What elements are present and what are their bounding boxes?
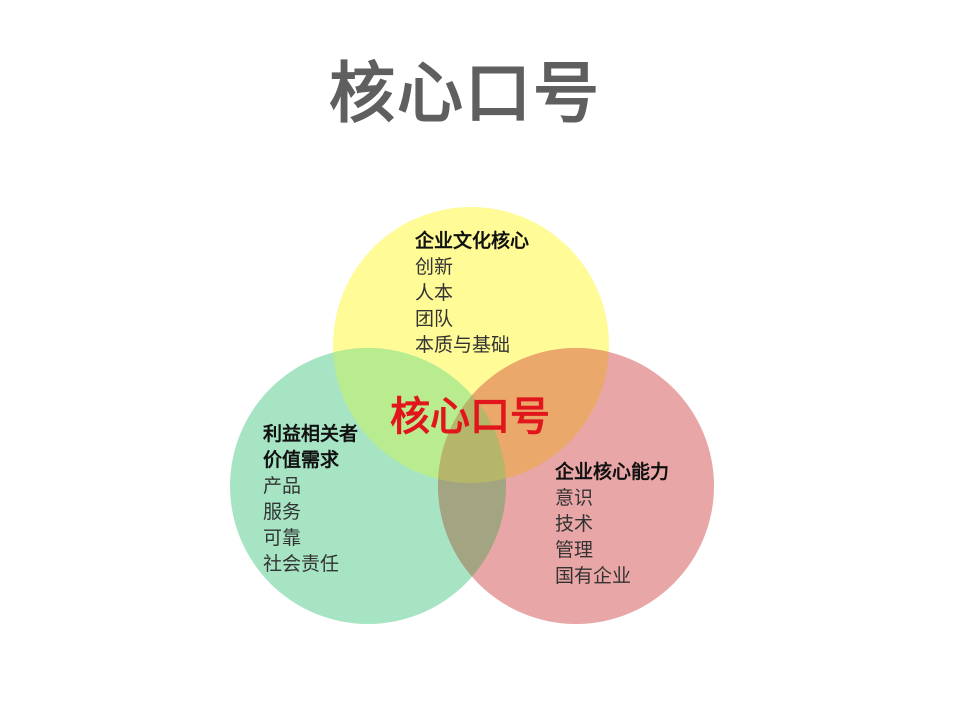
capability-item: 管理 bbox=[555, 539, 594, 561]
stakeholder-heading-line1: 利益相关者 bbox=[263, 423, 359, 445]
stakeholder-item: 产品 bbox=[263, 475, 302, 497]
overlap-top-left bbox=[333, 348, 506, 483]
stakeholder-text-block: 利益相关者 价值需求 产品 服务 可靠 社会责任 bbox=[263, 421, 358, 577]
capability-text-block: 企业核心能力 意识 技术 管理 国有企业 bbox=[555, 459, 669, 589]
center-label: 核心口号 bbox=[390, 394, 550, 440]
stakeholder-item: 社会责任 bbox=[263, 553, 340, 575]
page-title: 核心口号 bbox=[329, 55, 601, 132]
capability-item: 意识 bbox=[555, 487, 594, 509]
culture-text-block: 企业文化核心 创新 人本 团队 本质与基础 bbox=[415, 228, 529, 358]
culture-item: 团队 bbox=[415, 308, 454, 330]
capability-item: 国有企业 bbox=[555, 565, 632, 587]
stakeholder-heading-line2: 价值需求 bbox=[263, 449, 340, 471]
stakeholder-item: 可靠 bbox=[263, 527, 302, 549]
culture-item: 人本 bbox=[415, 282, 454, 304]
overlap-top-right bbox=[438, 348, 609, 483]
culture-item: 本质与基础 bbox=[415, 334, 511, 356]
culture-heading: 企业文化核心 bbox=[415, 230, 530, 252]
capability-heading: 企业核心能力 bbox=[555, 461, 670, 483]
culture-item: 创新 bbox=[415, 256, 454, 278]
stakeholder-item: 服务 bbox=[263, 501, 302, 523]
capability-item: 技术 bbox=[555, 513, 594, 535]
